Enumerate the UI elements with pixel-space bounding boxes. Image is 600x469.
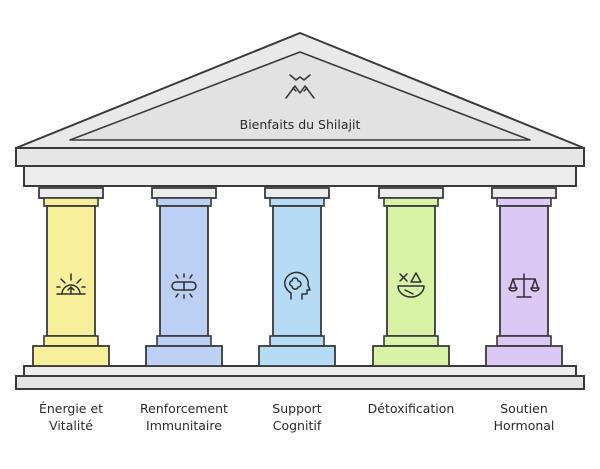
pillar-shaft [159,205,209,337]
pillar-label-renforcement: Renforcement Immunitaire [129,400,239,434]
pillar-shaft [46,205,96,337]
pillar-plinth [485,345,563,367]
pillar-label-soutien: Soutien Hormonal [469,400,579,434]
pillar-label-energie: Énergie et Vitalité [16,400,126,434]
pillar-label-line2: Immunitaire [146,418,222,433]
pillar [32,187,110,367]
pillar-label-line1: Soutien [500,401,548,416]
pillar [485,187,563,367]
pillar-capital [378,187,444,199]
capsule-pill-icon [171,273,197,299]
entablature-top [15,147,585,167]
bowl-shapes-icon [397,272,425,298]
diagram-title: Bienfaits du Shilajit [239,117,361,132]
pillar-capital-ring [383,197,439,207]
sun-rising-icon [56,273,86,295]
pillar [258,187,336,367]
pillar-base-ring [156,335,212,347]
pillar-plinth [258,345,336,367]
pillar-shaft [499,205,549,337]
pillar-shaft [386,205,436,337]
roof-inner [69,51,531,141]
head-brain-icon [284,271,311,300]
pillar-capital-ring [156,197,212,207]
pillar-label-support: Support Cognitif [242,400,352,434]
entablature-bottom [23,165,577,187]
pillar-base-ring [383,335,439,347]
pillar-capital-ring [43,197,99,207]
pillar-base-ring [269,335,325,347]
balance-scale-icon [508,273,540,298]
pillar-label-line2: Hormonal [493,418,555,433]
pillar [372,187,450,367]
pillar-capital-ring [269,197,325,207]
pillar-capital-ring [496,197,552,207]
pillar-label-line1: Support [272,401,322,416]
pillar-label-line1: Renforcement [140,401,228,416]
pillar [145,187,223,367]
pillar-capital [491,187,557,199]
pillar-plinth [145,345,223,367]
mountain-face-icon [285,74,315,99]
pillar-label-detox: Détoxification [356,400,466,417]
pillar-base-ring [496,335,552,347]
pillar-shaft [272,205,322,337]
pillar-label-line2: Vitalité [49,418,93,433]
pillar-plinth [372,345,450,367]
pillar-base-ring [43,335,99,347]
pillar-plinth [32,345,110,367]
pillar-label-line2: Cognitif [272,418,322,433]
base-top [23,365,577,377]
pillar-label-line1: Détoxification [367,401,455,416]
pillar-label-line1: Énergie et [38,401,104,416]
pillar-capital [264,187,330,199]
pillar-capital [38,187,104,199]
pillar-capital [151,187,217,199]
base-bottom [15,375,585,390]
